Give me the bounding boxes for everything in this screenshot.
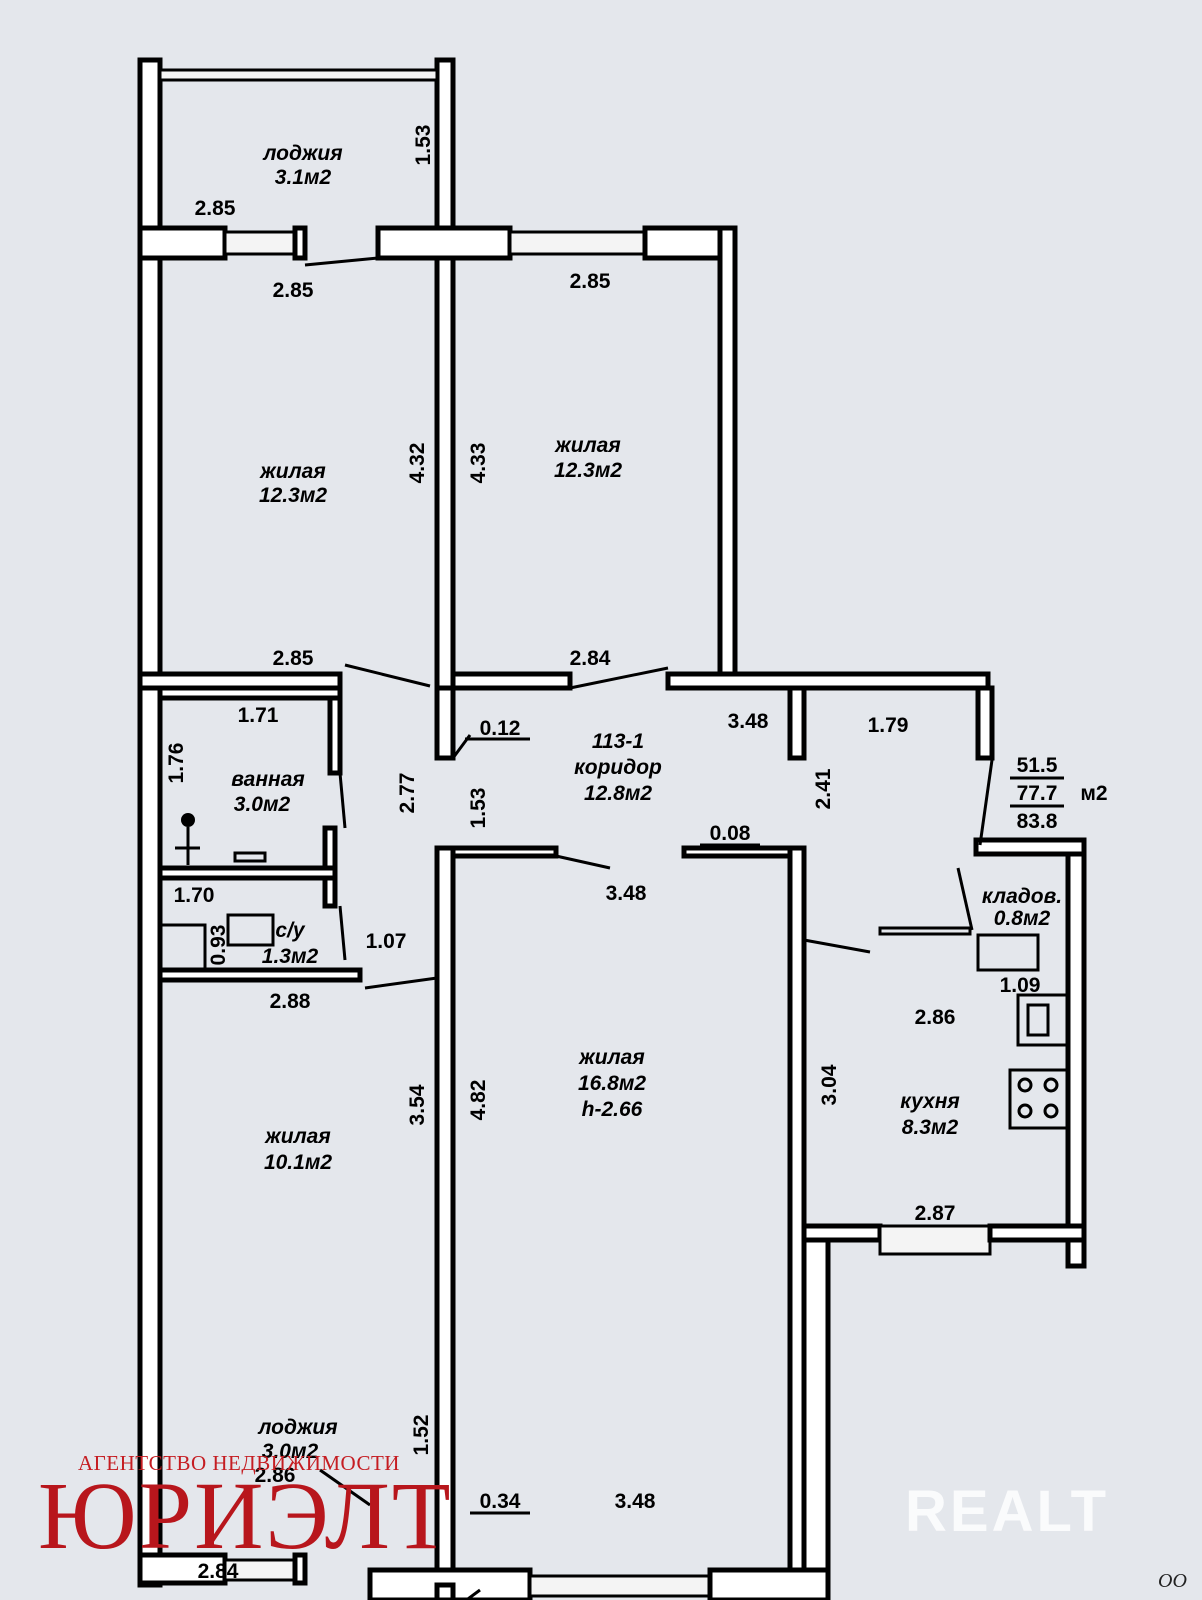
agency-logo: ЮРИЭЛТ — [38, 1462, 453, 1569]
bathroom-area: 3.0м2 — [234, 793, 291, 816]
agency-tagline: АГЕНТСТВО НЕДВИЖИМОСТИ — [78, 1451, 400, 1475]
dim-label: 3.04 — [818, 1064, 841, 1105]
living-bottom-left-area: 10.1м2 — [264, 1151, 332, 1174]
dim-label: 0.93 — [207, 925, 230, 966]
dim-label: 0.08 — [710, 822, 751, 845]
living-big-height: h-2.66 — [582, 1098, 643, 1121]
wc-name: с/у — [275, 919, 306, 942]
living-top-right-name: жилая — [554, 434, 620, 457]
door-lines — [304, 256, 994, 1600]
dim-label: 1.79 — [868, 714, 909, 737]
kitchen-name: кухня — [900, 1090, 960, 1113]
fixtures — [158, 813, 1070, 1130]
dim-label: 4.82 — [467, 1080, 490, 1121]
loggia-top-area: 3.1м2 — [275, 166, 332, 189]
dim-label: 2.86 — [255, 1464, 296, 1487]
dim-label: 3.48 — [615, 1490, 656, 1513]
bathroom-name: ванная — [231, 768, 305, 791]
living-bottom-left-name: жилая — [264, 1125, 330, 1148]
storage-area: 0.8м2 — [994, 907, 1051, 930]
dim-label: 0.34 — [480, 1490, 521, 1513]
living-top-right-area: 12.3м2 — [554, 459, 622, 482]
room-labels: лоджия 3.1м2 жилая 12.3м2 жилая 12.3м2 1… — [231, 142, 1062, 1463]
dim-label: 3.54 — [406, 1084, 429, 1125]
dim-label: 2.86 — [915, 1006, 956, 1029]
loggia-bottom-area: 3.0м2 — [262, 1440, 319, 1463]
dim-label: 2.88 — [270, 990, 311, 1013]
total-second: 77.7 — [1017, 782, 1058, 805]
dim-label: 1.70 — [174, 884, 215, 907]
dim-label: 0.12 — [480, 717, 521, 740]
dim-label: 2.84 — [570, 647, 611, 670]
dim-label: 1.71 — [238, 704, 279, 727]
corridor-code: 113-1 — [592, 730, 644, 753]
total-first: 51.5 — [1017, 754, 1058, 777]
dim-label: 1.76 — [165, 743, 188, 784]
signature: ОО — [1158, 1570, 1187, 1592]
dim-label: 1.07 — [366, 930, 407, 953]
corridor-area: 12.8м2 — [584, 782, 652, 805]
dim-label: 2.77 — [396, 773, 419, 814]
dim-label: 3.48 — [606, 882, 647, 905]
total-unit: м2 — [1080, 782, 1107, 805]
dim-label: 1.52 — [410, 1415, 433, 1456]
walls — [137, 57, 1087, 1600]
wc-area: 1.3м2 — [262, 945, 319, 968]
dim-label: 2.87 — [915, 1202, 956, 1225]
dim-label: 4.33 — [467, 443, 490, 484]
dim-label: 2.85 — [273, 279, 314, 302]
living-top-left-name: жилая — [259, 460, 325, 483]
dim-label: 2.84 — [198, 1560, 239, 1583]
dim-label: 2.85 — [195, 197, 236, 220]
kitchen-area: 8.3м2 — [902, 1116, 959, 1139]
dim-label: 3.48 — [728, 710, 769, 733]
living-big-name: жилая — [578, 1046, 644, 1069]
dim-label: 2.85 — [273, 647, 314, 670]
dim-label: 4.32 — [406, 443, 429, 484]
dim-label: 2.85 — [570, 270, 611, 293]
living-big-area: 16.8м2 — [578, 1072, 646, 1095]
loggia-bottom-name: лоджия — [257, 1416, 337, 1439]
storage-name: кладов. — [982, 885, 1062, 908]
living-top-left-area: 12.3м2 — [259, 484, 327, 507]
total-third: 83.8 — [1017, 810, 1058, 833]
dim-label: 1.09 — [1000, 974, 1041, 997]
loggia-top-name: лоджия — [262, 142, 342, 165]
dim-label: 1.53 — [467, 788, 490, 829]
dim-label: 2.41 — [812, 768, 835, 809]
area-totals: 51.5 77.7 м2 83.8 — [1010, 754, 1108, 833]
dimensions: 1.53 2.85 2.85 2.85 4.32 4.33 2.85 2.84 … — [165, 125, 1040, 1583]
realt-watermark: REALT — [905, 1479, 1110, 1544]
dim-label: 1.53 — [412, 125, 435, 166]
corridor-name: коридор — [574, 756, 662, 779]
